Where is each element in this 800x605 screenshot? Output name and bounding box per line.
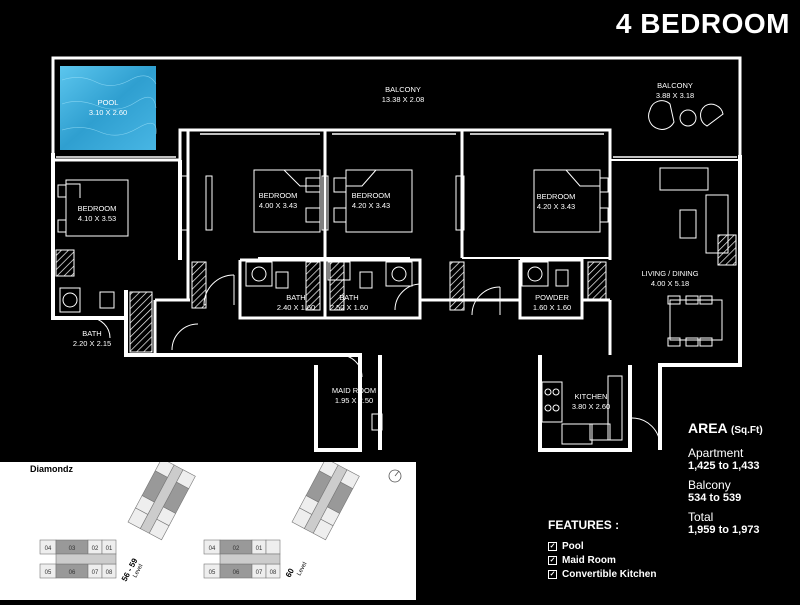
maid-room-size: 1.95 X 2.50 — [335, 396, 373, 405]
hatched-columns — [55, 234, 737, 353]
feature-label: Pool — [562, 541, 584, 552]
bedroom-4-name: BEDROOM — [537, 192, 576, 201]
bath-2-size: 2.40 X 1.60 — [277, 303, 315, 312]
door-swings — [89, 274, 661, 447]
balcony-side-name: BALCONY — [657, 81, 693, 90]
unit-label: 06 — [69, 570, 76, 576]
unit-label: 04 — [209, 546, 216, 552]
feature-label: Convertible Kitchen — [562, 569, 657, 580]
unit-label: 08 — [270, 570, 277, 576]
area-heading: AREA (Sq.Ft) — [688, 420, 800, 436]
balcony-value: 534 to 539 — [688, 492, 742, 504]
pool-size: 3.10 X 2.60 — [89, 108, 127, 117]
bedroom-2-size: 4.00 X 3.43 — [259, 201, 297, 210]
bath-3-name: BATH — [339, 293, 358, 302]
bedroom-3-name: BEDROOM — [352, 191, 391, 200]
checkbox-icon: ✓ — [548, 570, 557, 579]
bedroom-1-size: 4.10 X 3.53 — [78, 214, 116, 223]
bath-1-name: BATH — [82, 329, 101, 338]
right-level-word: Level — [296, 561, 308, 576]
bedroom-3-size: 4.20 X 3.43 — [352, 201, 390, 210]
bath-1-size: 2.20 X 2.15 — [73, 339, 111, 348]
feature-label: Maid Room — [562, 555, 616, 566]
area-summary: AREA (Sq.Ft) Apartment 1,425 to 1,433 Ba… — [688, 420, 800, 536]
building-name: Diamondz — [30, 464, 74, 474]
unit-label: 05 — [45, 570, 52, 576]
unit-label: 05 — [209, 570, 216, 576]
balcony-main-size: 13.38 X 2.08 — [382, 95, 425, 104]
total-label: Total — [688, 510, 714, 524]
key-plan-panel: Diamondz — [0, 458, 416, 600]
total-value: 1,959 to 1,973 — [688, 524, 760, 536]
maid-room-name: MAID ROOM — [332, 386, 376, 395]
balcony-label: Balcony — [688, 478, 731, 492]
key-plan: 04 03 02 01 05 06 07 08 04 02 01 05 06 0… — [39, 458, 402, 583]
bath-2-name: BATH — [286, 293, 305, 302]
unit-label: 01 — [106, 546, 113, 552]
unit-label: 02 — [92, 546, 99, 552]
feature-item: ✓ Pool — [548, 541, 656, 552]
area-heading-text: AREA — [688, 420, 728, 436]
north-arrow-icon — [388, 469, 402, 483]
bedroom-1-name: BEDROOM — [78, 204, 117, 213]
unit-label: 08 — [106, 570, 113, 576]
bedroom-2-name: BEDROOM — [259, 191, 298, 200]
living-dining-size: 4.00 X 5.18 — [651, 279, 689, 288]
unit-label: 06 — [233, 570, 240, 576]
apartment-value: 1,425 to 1,433 — [688, 460, 760, 472]
walls — [51, 56, 742, 452]
page-title: 4 BEDROOM — [615, 8, 790, 39]
checkbox-icon: ✓ — [548, 556, 557, 565]
living-dining-name: LIVING / DINING — [641, 269, 698, 278]
room-labels: POOL 3.10 X 2.60 BALCONY 13.38 X 2.08 BA… — [73, 81, 699, 411]
features-list: FEATURES : ✓ Pool ✓ Maid Room ✓ Converti… — [548, 518, 656, 583]
apartment-label: Apartment — [688, 446, 744, 460]
unit-label: 03 — [69, 546, 76, 552]
kitchen-name: KITCHEN — [575, 392, 608, 401]
unit-label: 07 — [92, 570, 99, 576]
unit-label: 07 — [256, 570, 263, 576]
feature-item: ✓ Convertible Kitchen — [548, 569, 656, 580]
bedroom-4-size: 4.20 X 3.43 — [537, 202, 575, 211]
window-strips — [56, 133, 737, 158]
powder-name: POWDER — [535, 293, 569, 302]
right-level-number: 60 — [284, 566, 296, 579]
area-unit: (Sq.Ft) — [731, 425, 763, 436]
features-heading: FEATURES : — [548, 518, 620, 532]
balcony-main-name: BALCONY — [385, 85, 421, 94]
unit-label: 01 — [256, 546, 263, 552]
feature-item: ✓ Maid Room — [548, 555, 656, 566]
pool-name: POOL — [98, 98, 119, 107]
balcony-side-size: 3.88 X 3.18 — [656, 91, 694, 100]
unit-label: 02 — [233, 546, 240, 552]
unit-label: 04 — [45, 546, 52, 552]
pool-water — [60, 66, 156, 150]
furniture — [57, 100, 729, 445]
kitchen-size: 3.80 X 2.60 — [572, 402, 610, 411]
checkbox-icon: ✓ — [548, 542, 557, 551]
powder-size: 1.60 X 1.60 — [533, 303, 571, 312]
bath-3-size: 2.50 X 1.60 — [330, 303, 368, 312]
